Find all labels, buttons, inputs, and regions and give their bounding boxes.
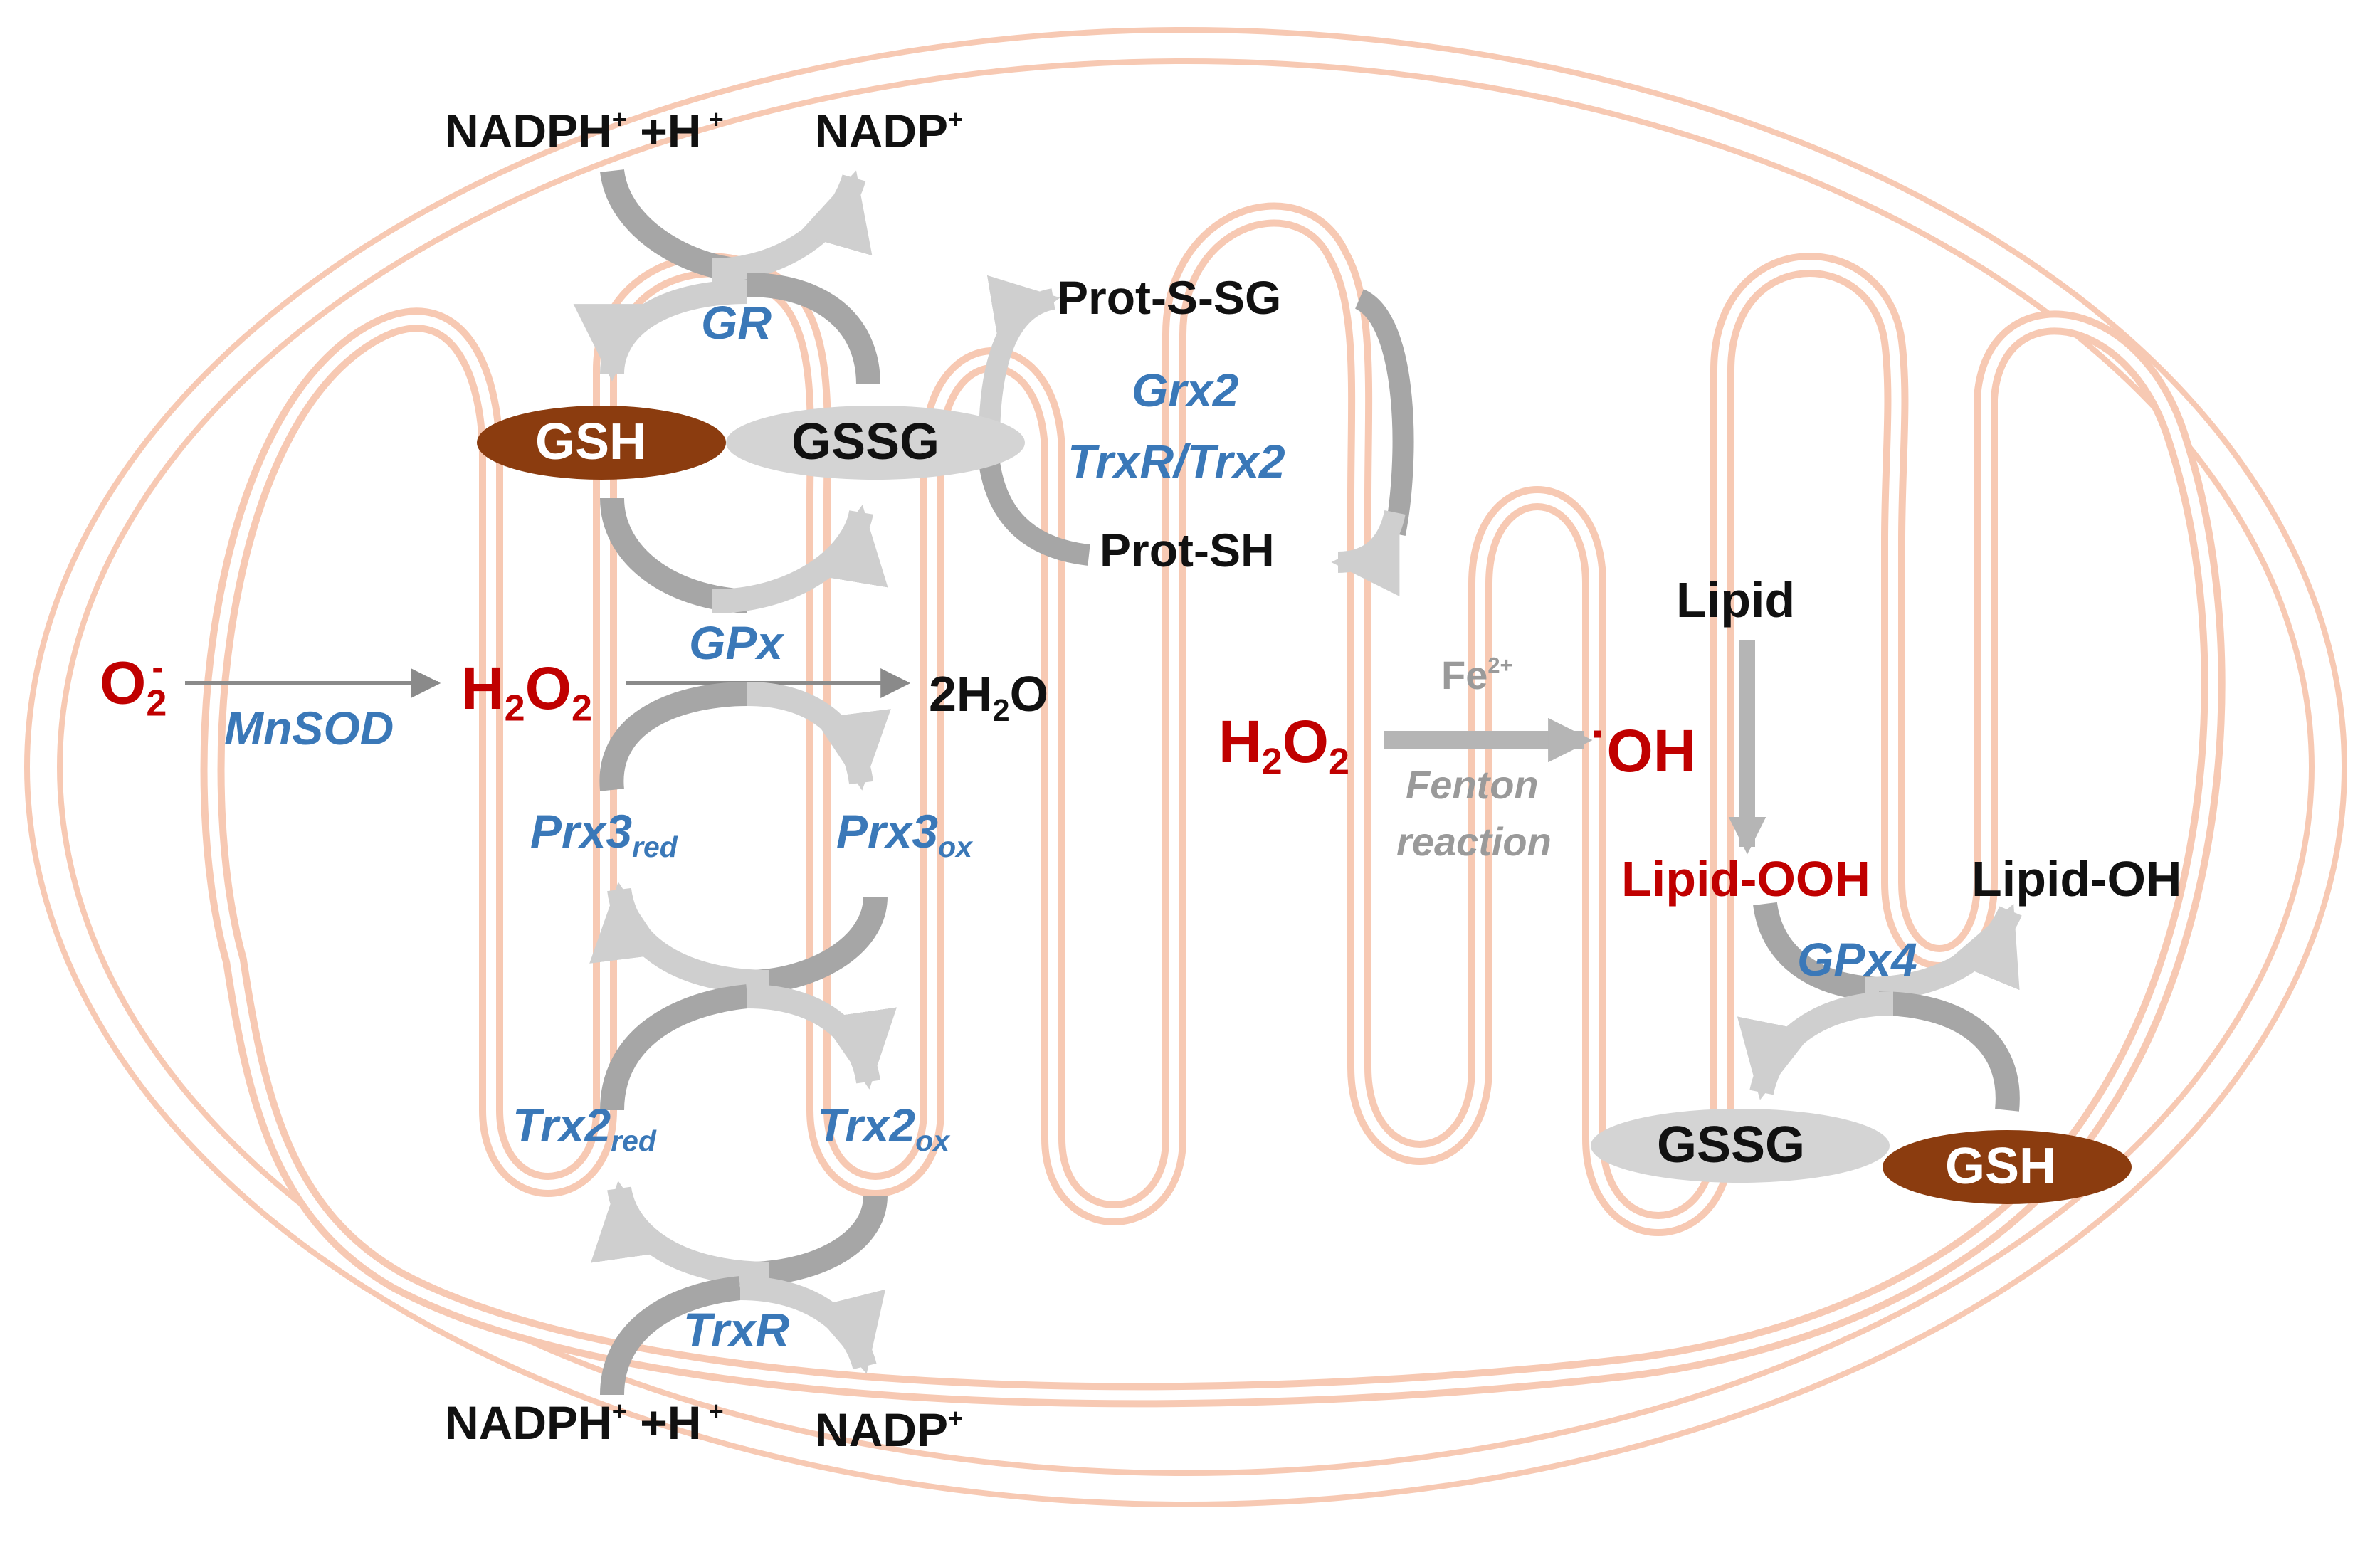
gssg-ellipse-top <box>726 406 1025 480</box>
trx-arrow-to-trxox <box>747 984 897 1090</box>
gpx-arrow-to-gssg <box>711 505 888 613</box>
h2o2-label-fenton: H2O2 <box>1218 708 1349 783</box>
trxr-arrow-nadph-up <box>600 1276 742 1396</box>
prx-arrow-to-prxox <box>747 682 891 791</box>
gpx4-enzyme-label: GPx4 <box>1797 933 1917 986</box>
trx-nadp-label: NADP+ <box>815 1403 964 1457</box>
inner-membrane-cristae-inner <box>207 209 2218 1401</box>
gpx4-arrow-lipid-ooh-down <box>1753 902 1887 1001</box>
lipid-ooh-label: Lipid-OOH <box>1621 851 1870 907</box>
mnsod-enzyme-label: MnSOD <box>224 702 394 754</box>
trx-arrow-to-trxred <box>591 1181 769 1286</box>
grx-arrow-to-prot-sh <box>1331 510 1406 596</box>
outer-membrane <box>24 27 2347 1507</box>
gssg-ellipse-right <box>1591 1109 1890 1183</box>
grx-arrow-prot-sh-left <box>979 460 1090 566</box>
gpx-arrow-gsh-down <box>600 497 748 613</box>
gpx-enzyme-label: GPx <box>689 616 784 669</box>
grx-arrow-to-prot-ssg <box>979 275 1060 442</box>
prx3-ox-label: Prx3ox <box>836 805 972 864</box>
gsh-label-right: GSH <box>1945 1138 2057 1195</box>
grx-arrow-prot-ssg-down <box>1354 289 1414 536</box>
gr-nadph-label: NADPH+ +H + <box>445 105 724 158</box>
lipid-label: Lipid <box>1676 572 1796 628</box>
grx2-enzyme-label: Grx2 <box>1132 364 1239 416</box>
gr-nadp-label: NADP+ <box>815 105 964 158</box>
trxr-trx2-enzyme-label: TrxR/Trx2 <box>1068 435 1285 487</box>
prx-arrow-h2o2-to-prxox <box>599 682 748 791</box>
prx-arrow-to-prxred <box>589 882 769 994</box>
gpx4-arrow-gsh-up <box>1878 991 2020 1112</box>
trxr-enzyme-label: TrxR <box>683 1303 790 1356</box>
gr-arrow-to-nadp <box>711 170 873 283</box>
gr-enzyme-label: GR <box>701 296 772 349</box>
trx2-red-label: Trx2red <box>512 1099 656 1158</box>
trx2-ox-label: Trx2ox <box>817 1099 949 1158</box>
h2o2-label-main: H2O2 <box>461 655 592 729</box>
water-label: 2H2O <box>929 666 1049 728</box>
prx-arrow-prxox-down <box>747 895 888 994</box>
gpx4-arrow-to-gssg <box>1737 991 1894 1100</box>
gssg-label-top: GSSG <box>791 413 940 470</box>
fe2-label: Fe2+ <box>1441 653 1513 698</box>
hydroxyl-radical-label: ·OH <box>1591 707 1697 785</box>
trx-nadph-label: NADPH+ +H + <box>445 1396 724 1450</box>
superoxide-label: O2- <box>100 649 167 724</box>
gsh-ellipse-top <box>477 406 726 480</box>
lipid-oh-label: Lipid-OH <box>1971 851 2182 907</box>
prot-sh-label: Prot-SH <box>1100 524 1275 576</box>
gsh-label-top: GSH <box>535 413 647 470</box>
fenton-reaction-label-1: Fenton <box>1406 762 1539 807</box>
gr-arrow-gssg-up <box>747 273 880 385</box>
fenton-reaction-label-2: reaction <box>1396 819 1552 864</box>
trxr-arrow-to-nadp <box>739 1276 885 1374</box>
gsh-ellipse-right <box>1883 1130 2132 1204</box>
gssg-label-right: GSSG <box>1657 1117 1806 1174</box>
gr-arrow-to-gsh <box>573 280 748 381</box>
prot-ssg-label: Prot-S-SG <box>1057 271 1282 324</box>
trx-arrow-trxox-down <box>747 1194 888 1286</box>
prx3-red-label: Prx3red <box>530 805 678 864</box>
gpx4-arrow-to-lipid-oh <box>1864 903 2022 1001</box>
trx-arrow-trxred-up <box>600 984 749 1111</box>
